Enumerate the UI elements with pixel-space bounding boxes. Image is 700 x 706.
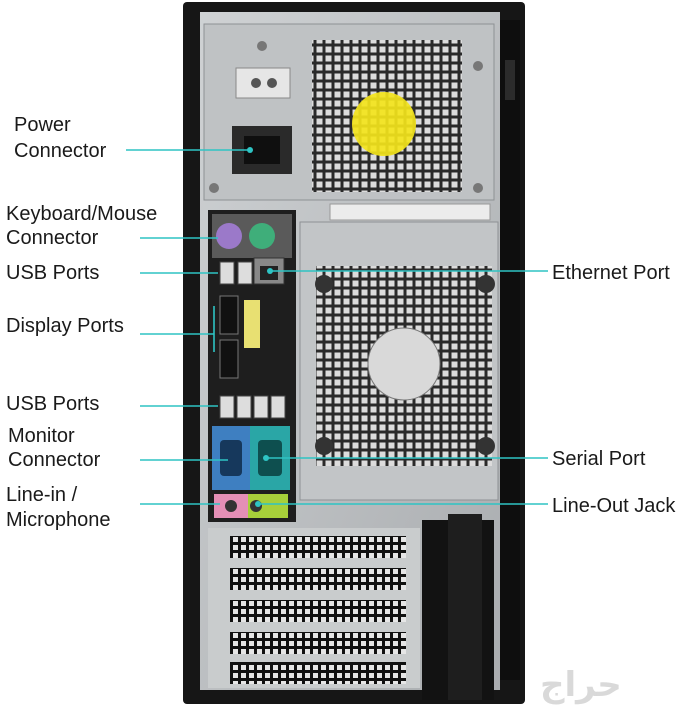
label-keyboard-mouse-1: Keyboard/Mouse	[6, 203, 157, 225]
label-serial-port: Serial Port	[552, 448, 646, 470]
usb-port	[253, 395, 269, 419]
label-line-out-jack: Line-Out Jack	[552, 495, 676, 517]
case-fan	[299, 203, 499, 501]
usb-port	[219, 261, 235, 285]
label-power-connector-1: Power	[14, 114, 71, 136]
display-port	[219, 295, 239, 335]
diagram-labels: Power Connector Keyboard/Mouse Connector…	[6, 114, 676, 531]
usb-port	[236, 395, 252, 419]
label-keyboard-mouse-2: Connector	[6, 227, 99, 249]
label-power-connector-2: Connector	[14, 140, 107, 162]
leader-lines	[126, 147, 548, 507]
usb-port	[219, 395, 235, 419]
expansion-slots	[208, 514, 494, 700]
watermark: حراج	[540, 665, 622, 705]
usb-port	[270, 395, 286, 419]
power-supply	[203, 23, 495, 201]
label-line-in-2: Microphone	[6, 509, 111, 531]
label-line-in-1: Line-in /	[6, 484, 78, 506]
label-ethernet-port: Ethernet Port	[552, 262, 670, 284]
display-port	[219, 339, 239, 379]
label-display-ports: Display Ports	[6, 315, 124, 337]
label-monitor-connector-1: Monitor	[8, 425, 75, 447]
ps2-keyboard-port	[249, 223, 275, 249]
io-panel	[208, 210, 296, 522]
ps2-mouse-port	[216, 223, 242, 249]
usb-port	[237, 261, 253, 285]
label-usb-ports-bottom: USB Ports	[6, 393, 99, 415]
label-usb-ports-top: USB Ports	[6, 262, 99, 284]
label-monitor-connector-2: Connector	[8, 449, 101, 471]
